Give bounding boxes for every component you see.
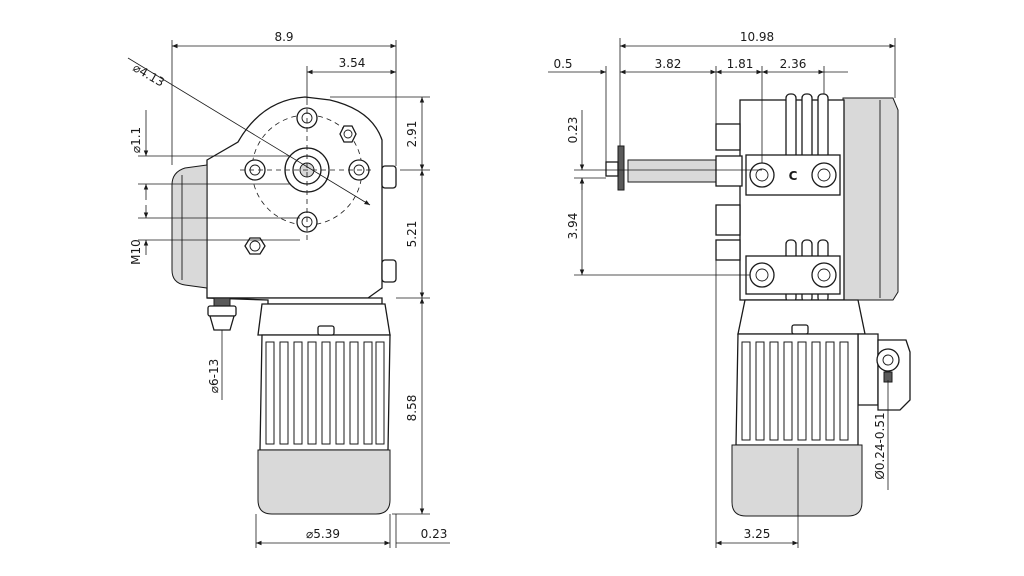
gearbox-cover	[842, 97, 899, 301]
right-view: C	[548, 30, 911, 548]
gearbox-housing	[206, 96, 383, 299]
right-boss-lower	[381, 259, 397, 283]
dim-overall-length: 10.98	[740, 30, 774, 44]
dim-hole-offset-2: 2.36	[780, 57, 807, 71]
motor	[257, 325, 391, 515]
output-shaft-side	[627, 159, 717, 183]
dim-thread: M10	[129, 239, 143, 265]
fan-cover	[257, 449, 391, 515]
hex-bolt-upper	[339, 125, 357, 143]
cable-gland	[207, 297, 237, 331]
dim-shaft-length: 3.82	[655, 57, 682, 71]
gearbox-end-cap	[171, 164, 208, 289]
stamp-letter: C	[789, 169, 798, 183]
dim-flange-diameter: ⌀4.13	[131, 60, 167, 89]
dim-foot-gap: 0.23	[421, 527, 448, 541]
dim-bore-diameter: ⌀1.1	[129, 127, 143, 153]
dim-motor-diameter: ⌀5.39	[306, 527, 340, 541]
dim-motor-offset: 3.25	[744, 527, 771, 541]
dim-hole-spacing: 3.94	[566, 213, 580, 240]
dim-hole-offset-1: 1.81	[727, 57, 754, 71]
terminal-box	[857, 333, 911, 411]
dim-shaft-stub: 0.5	[553, 57, 572, 71]
motor-flange	[206, 297, 383, 305]
dim-shaft-step: 0.23	[566, 117, 580, 144]
dim-cable-gland: ⌀6-13	[207, 359, 221, 393]
dim-upper-height: 2.91	[405, 121, 419, 148]
hex-bolt-lower	[244, 237, 266, 255]
dim-lower-height: 5.21	[405, 221, 419, 248]
left-view: 8.9 3.54 ⌀4.13 ⌀1.1 M10 ⌀6-13 2.91 5.21	[127, 30, 450, 548]
dim-shaft-offset: 3.54	[339, 56, 366, 70]
right-boss-upper	[381, 165, 397, 189]
dim-wire-range: Ø0.24-0.51	[873, 412, 887, 479]
motor-side	[731, 333, 863, 517]
shaft-key-disk	[617, 145, 625, 191]
dim-motor-length: 8.58	[405, 395, 419, 422]
dim-overall-width: 8.9	[274, 30, 293, 44]
fan-cover-side	[731, 444, 863, 517]
